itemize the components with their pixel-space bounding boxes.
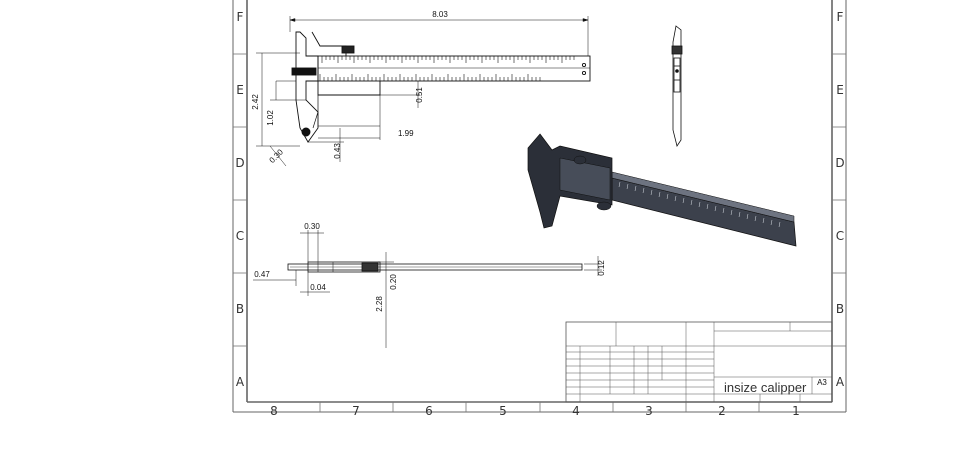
zone-row-label: D [835,156,844,170]
zone-row-label: A [836,375,845,389]
zone-column-label: 7 [352,404,360,418]
front-view-thumb-wheel [341,45,355,54]
column-zone-labels: 8 7 6 5 4 3 2 1 [270,404,800,418]
front-view-scale-ticks [319,56,575,81]
isometric-scale-ticks [618,181,781,228]
zone-row-label: D [235,156,244,170]
dimension-label: 1.99 [398,129,414,138]
top-view-dimension-labels: 0.30 0.47 0.04 0.20 0.12 2.28 [254,222,606,312]
dimension-label: 2.28 [375,296,384,312]
zone-row-label: F [837,10,844,24]
zone-column-label: 5 [499,404,507,418]
dimension-label: 1.02 [266,110,275,126]
front-view-slider [317,81,381,96]
column-zone-ticks [319,402,760,412]
zone-row-label: E [836,83,844,97]
top-view-slider [307,261,381,273]
dimension-label: 0.04 [310,283,326,292]
zone-column-label: 3 [645,404,653,418]
dimension-label: 0.43 [333,143,342,159]
dimension-label: 0.30 [268,147,286,165]
zone-row-label: C [836,229,844,243]
front-view-dimension-labels: 8.03 2.42 1.02 0.51 1.99 0.43 0.30 [251,10,448,165]
top-view-dimensions [253,230,602,348]
right-side-view [671,25,683,147]
front-view-dimensions [256,16,589,167]
sheet-size: A3 [817,378,827,387]
title-block [565,321,833,403]
dimension-label: 0.30 [304,222,320,231]
front-view-logo-badge [291,67,317,76]
zone-column-label: 2 [718,404,726,418]
zone-column-label: 4 [572,404,580,418]
drawing-title: insize calipper [724,380,807,395]
isometric-view [527,133,797,247]
zone-column-label: 1 [792,404,800,418]
sheet-border [232,0,847,413]
front-view-fixed-jaw [295,31,319,143]
dimension-label: 2.42 [251,94,260,110]
front-view [291,31,591,143]
row-zone-labels: F E D C B A F E D C B A [235,10,845,389]
zone-row-label: F [237,10,244,24]
row-zone-ticks [233,53,846,347]
zone-row-label: C [236,229,244,243]
dimension-label: 0.12 [597,260,606,276]
front-view-upper-slider [311,31,347,56]
zone-row-label: B [236,302,244,316]
dimension-label: 0.51 [415,87,424,103]
top-view [287,261,583,273]
dimension-label: 8.03 [432,10,448,19]
zone-column-label: 8 [270,404,278,418]
zone-row-label: E [236,83,244,97]
title-block-labels: insize calipper A3 [724,378,827,395]
iso-thumb-wheel [573,155,587,165]
dimension-label: 0.20 [389,274,398,290]
zone-column-label: 6 [425,404,433,418]
zone-row-label: A [236,375,245,389]
dimension-label: 0.47 [254,270,270,279]
zone-row-label: B [836,302,844,316]
